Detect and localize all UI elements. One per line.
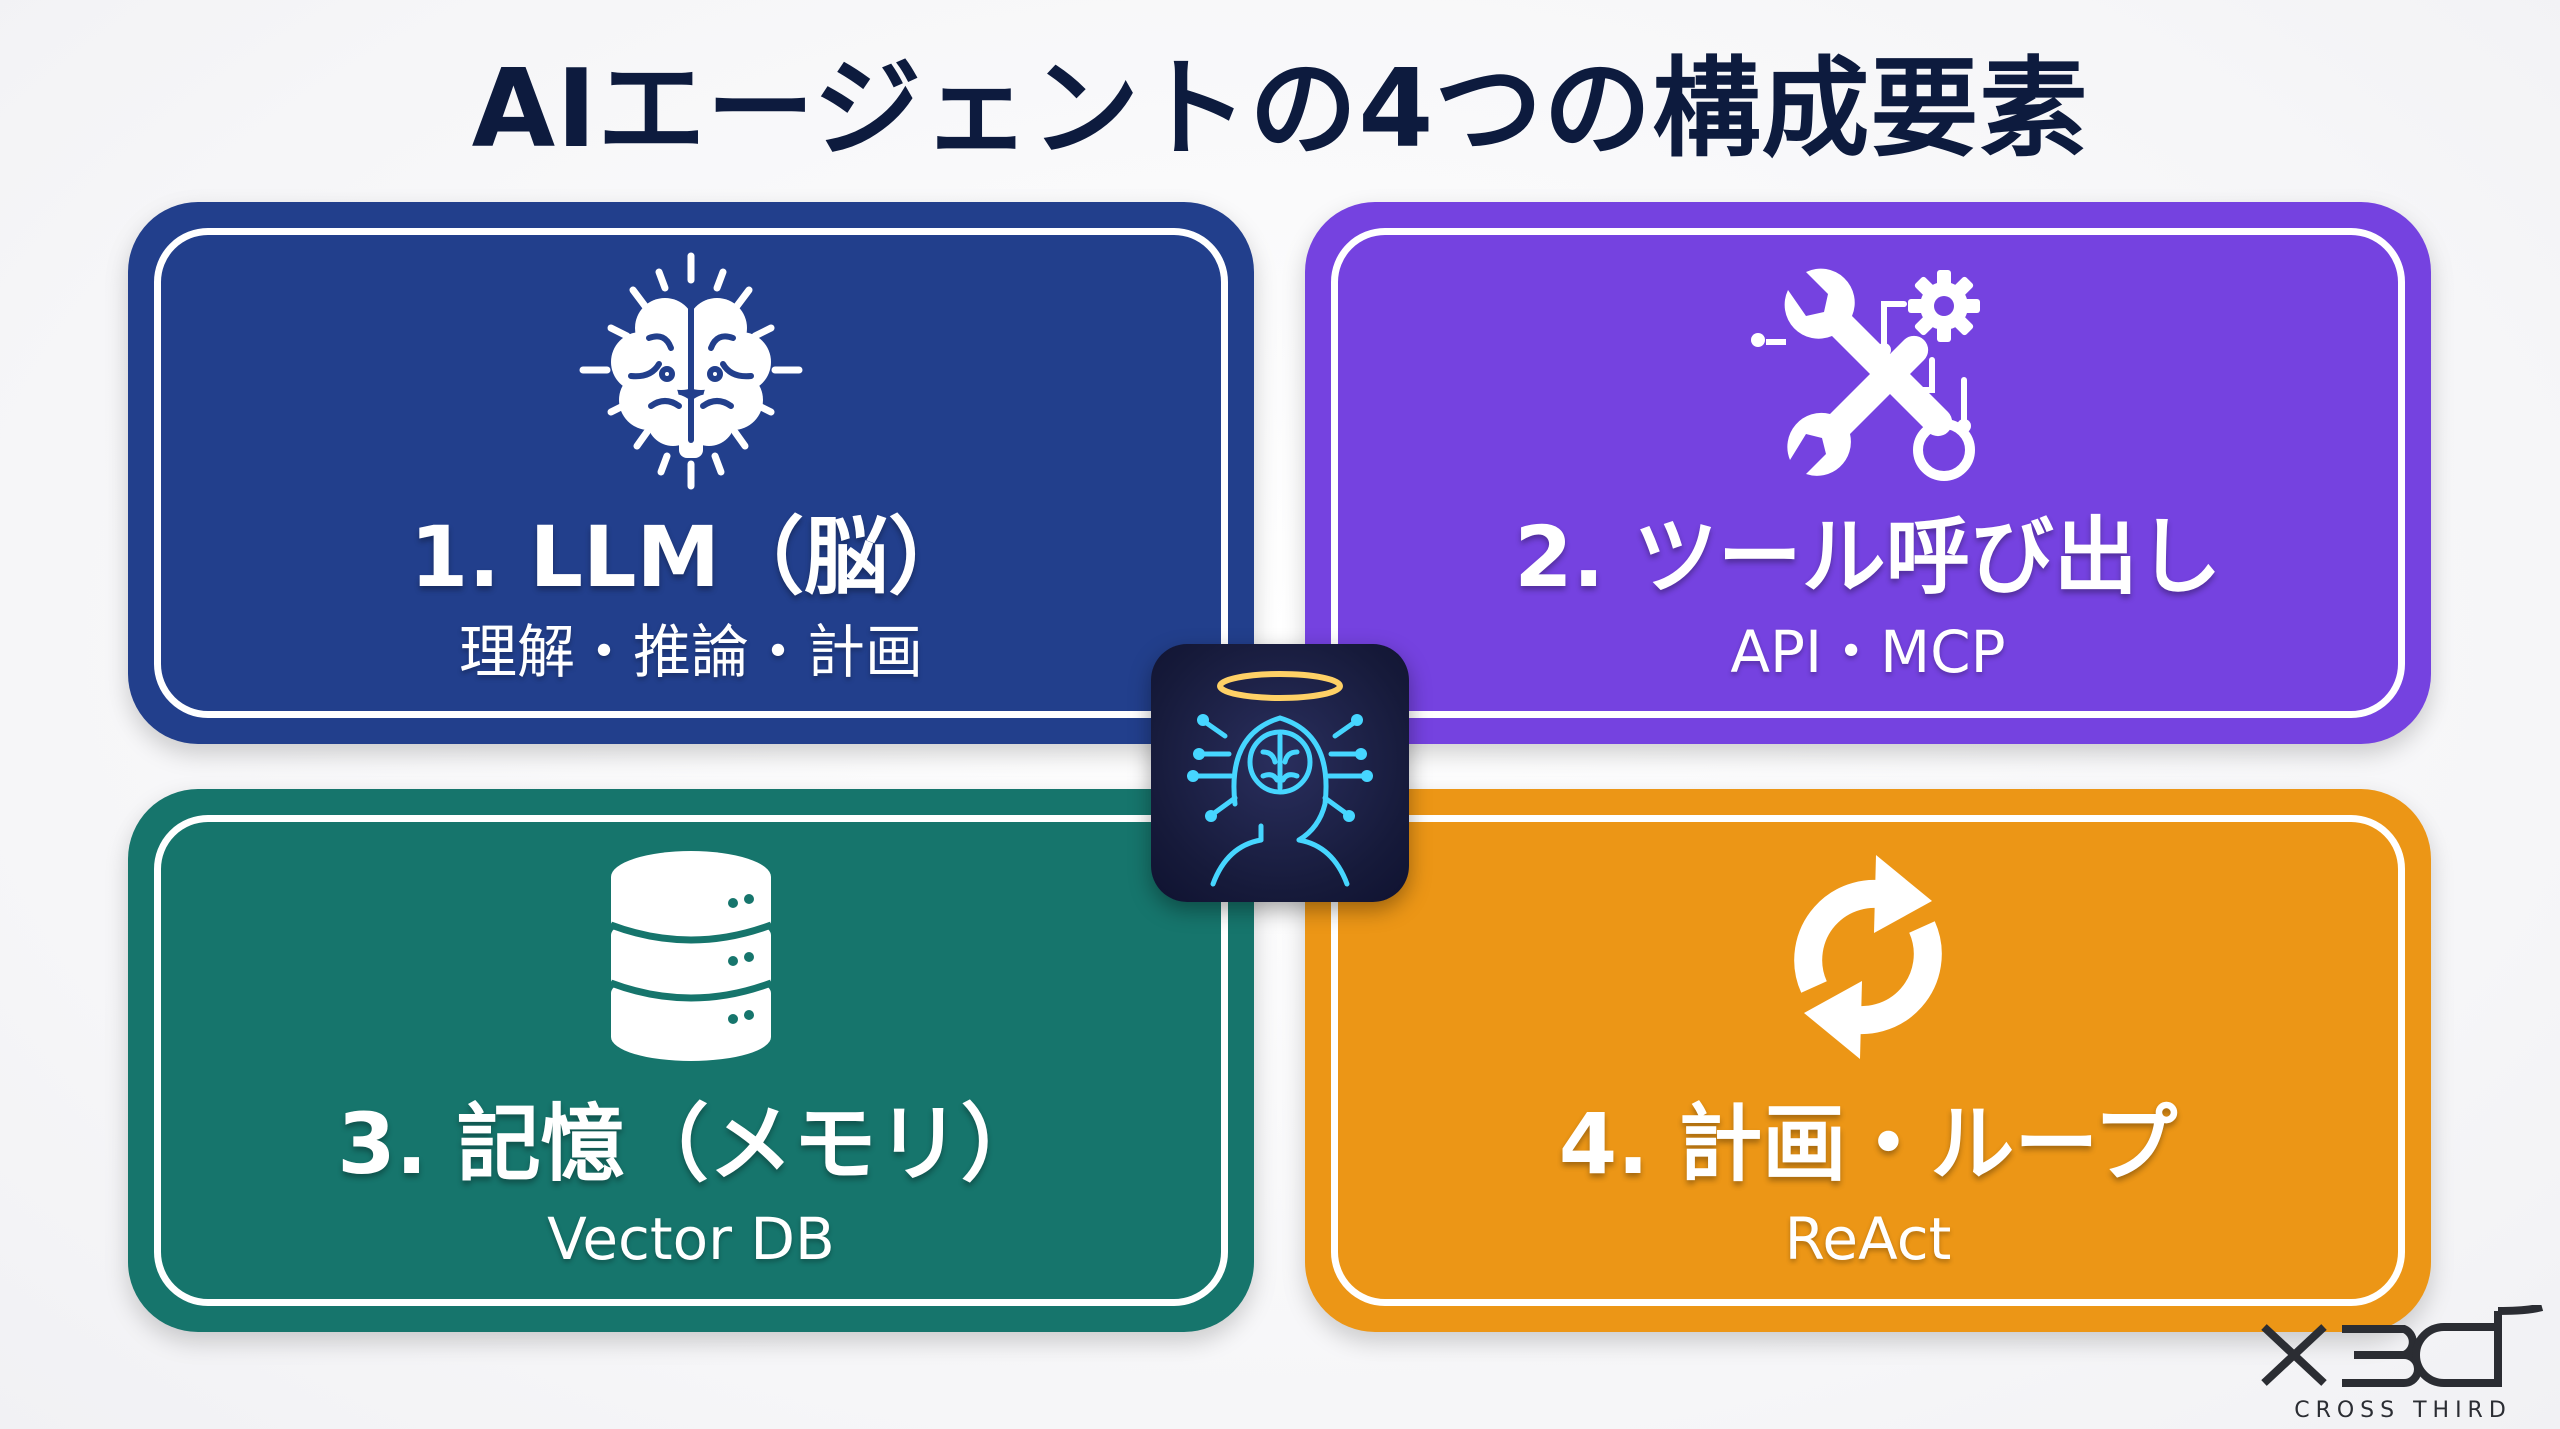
card-tool-calling: 2. ツール呼び出し API・MCP bbox=[1305, 202, 2431, 744]
card-border bbox=[1331, 815, 2405, 1306]
card-subtitle: 理解・推論・計画 bbox=[458, 618, 923, 686]
card-subtitle: API・MCP bbox=[1730, 618, 2006, 686]
card-border bbox=[154, 228, 1228, 718]
card-memory: 3. 記憶（メモリ） Vector DB bbox=[128, 789, 1254, 1332]
card-title: 2. ツール呼び出し bbox=[1514, 508, 2222, 606]
refresh-cycle-icon bbox=[1718, 837, 2018, 1077]
card-llm: 1. LLM（脳） 理解・推論・計画 bbox=[128, 202, 1254, 744]
cross-third-logo: CROSS THIRD bbox=[2258, 1305, 2548, 1425]
page-title: AIエージェントの4つの構成要素 bbox=[471, 47, 2089, 172]
brain-icon bbox=[541, 250, 841, 490]
card-title: 1. LLM（脳） bbox=[409, 508, 973, 606]
card-subtitle: ReAct bbox=[1784, 1205, 1952, 1273]
logo-text: CROSS THIRD bbox=[2294, 1398, 2512, 1423]
card-title: 4. 計画・ループ bbox=[1558, 1095, 2178, 1193]
database-icon bbox=[541, 837, 841, 1077]
x3d-logo-mark bbox=[2261, 1305, 2544, 1387]
card-subtitle: Vector DB bbox=[547, 1205, 835, 1273]
card-border bbox=[154, 815, 1228, 1306]
card-title: 3. 記憶（メモリ） bbox=[337, 1095, 1045, 1193]
ai-agent-head-icon bbox=[1151, 644, 1409, 902]
card-planning-loop: 4. 計画・ループ ReAct bbox=[1305, 789, 2431, 1332]
card-border bbox=[1331, 228, 2405, 718]
tools-gear-icon bbox=[1718, 250, 2018, 490]
